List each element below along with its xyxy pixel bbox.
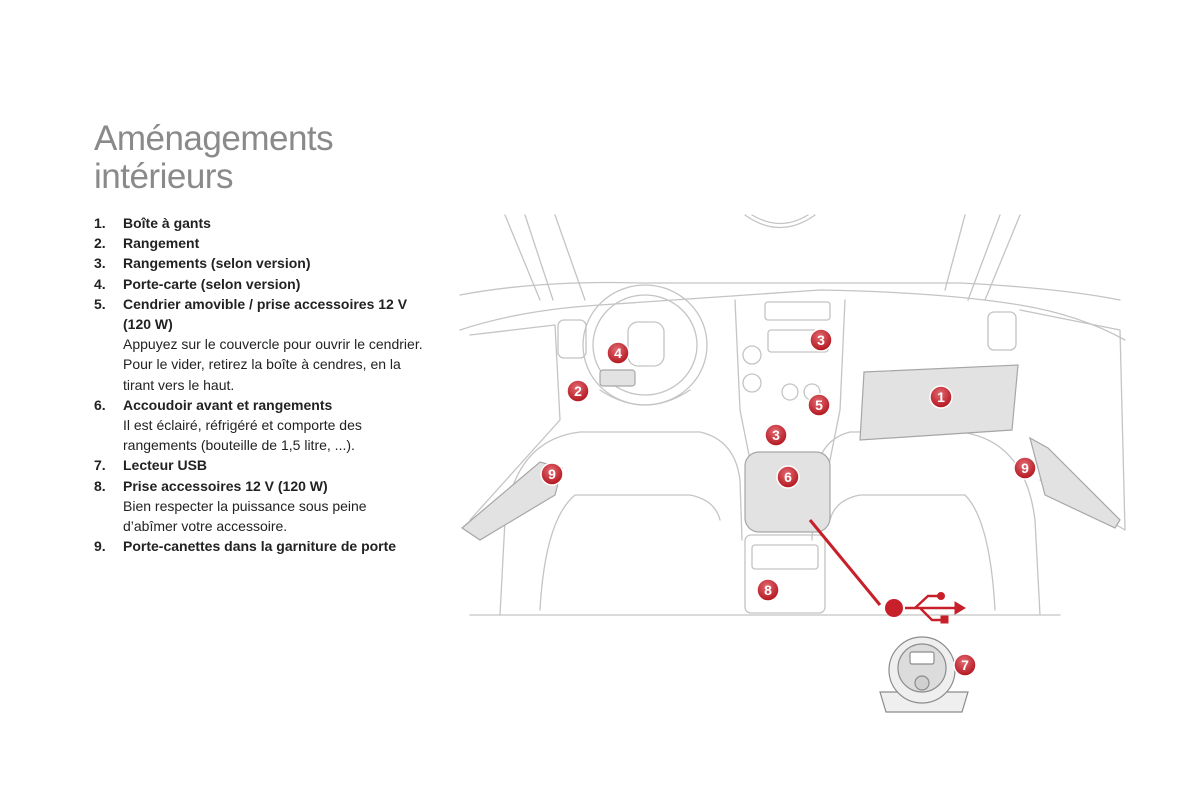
callout-badge: 4	[606, 341, 630, 365]
card-holder-zone	[599, 369, 636, 387]
usb-dot	[885, 599, 903, 617]
callout-number: 9	[1021, 460, 1029, 476]
callout-badge: 9	[1013, 456, 1037, 480]
callout-badge: 5	[807, 393, 831, 417]
item-heading: Rangement	[123, 235, 200, 252]
item-heading: Boîte à gants	[123, 215, 211, 231]
armrest-zone	[744, 451, 831, 533]
callout-number: 7	[961, 657, 969, 673]
callout-badge: 3	[764, 423, 788, 447]
item-heading: Lecteur USB	[123, 457, 208, 474]
list-item: 4. Porte-carte (selon version)	[94, 274, 424, 294]
item-description: Il est éclairé, réfrigéré et comporte de…	[123, 417, 362, 454]
callout-number: 5	[815, 397, 823, 413]
callout-badge: 7	[953, 653, 977, 677]
item-list: 1. Boîte à gants 2. Rangement 3. Rangeme…	[94, 213, 424, 556]
callout-number: 3	[817, 332, 825, 348]
callout-number: 2	[574, 383, 582, 399]
item-number: 8.	[94, 477, 106, 494]
item-number: 3.	[94, 255, 106, 272]
callout-badge: 9	[540, 462, 564, 486]
title-line-1: Aménagements	[94, 119, 334, 158]
right-door-pocket-zone	[1029, 436, 1121, 529]
callout-badge: 1	[929, 385, 953, 409]
list-item: 5. Cendrier amovible / prise accessoires…	[94, 294, 424, 395]
callout-badge: 6	[776, 465, 800, 489]
item-number: 7.	[94, 457, 106, 474]
usb-reader-detail	[879, 636, 969, 713]
item-heading: Prise accessoires 12 V (120 W)	[123, 477, 328, 494]
usb-icon	[905, 592, 966, 624]
pointer-line	[808, 519, 882, 606]
callout-badge: 3	[809, 328, 833, 352]
list-item: 7. Lecteur USB	[94, 455, 424, 475]
list-item: 8. Prise accessoires 12 V (120 W) Bien r…	[94, 476, 424, 537]
list-item: 3. Rangements (selon version)	[94, 253, 424, 273]
item-description: Appuyez sur le couvercle pour ouvrir le …	[123, 336, 423, 353]
list-item: 9. Porte-canettes dans la garniture de p…	[94, 536, 424, 556]
callout-badge: 8	[756, 578, 780, 602]
item-heading: Cendrier amovible / prise accessoires 12…	[123, 295, 408, 333]
list-item: 1. Boîte à gants	[94, 213, 424, 233]
callout-number: 9	[548, 466, 556, 482]
callout-number: 4	[614, 345, 622, 361]
item-heading: Porte-carte (selon version)	[123, 275, 301, 292]
item-heading: Accoudoir avant et rangements	[123, 396, 333, 413]
item-description: Pour le vider, retirez la boîte à cendre…	[123, 356, 401, 393]
callout-number: 8	[764, 582, 772, 598]
item-number: 1.	[94, 215, 106, 231]
item-number: 9.	[94, 538, 106, 555]
callout-number: 1	[937, 389, 945, 405]
callout-number: 6	[784, 469, 792, 485]
item-number: 4.	[94, 275, 106, 292]
item-number: 5.	[94, 295, 106, 312]
callout-number: 3	[772, 427, 780, 443]
list-item: 6. Accoudoir avant et rangements Il est …	[94, 395, 424, 456]
item-number: 6.	[94, 396, 106, 413]
title-line-2: intérieurs	[94, 157, 233, 196]
callout-badge: 2	[566, 379, 590, 403]
item-heading: Rangements (selon version)	[123, 255, 311, 272]
list-item: 2. Rangement	[94, 233, 424, 253]
item-heading: Porte-canettes dans la garniture de port…	[123, 538, 397, 555]
page-title: Aménagements intérieurs	[94, 119, 334, 196]
item-number: 2.	[94, 235, 106, 252]
car-interior-illustration	[459, 214, 1126, 713]
item-description: Bien respecter la puissance sous peine d…	[123, 497, 367, 535]
